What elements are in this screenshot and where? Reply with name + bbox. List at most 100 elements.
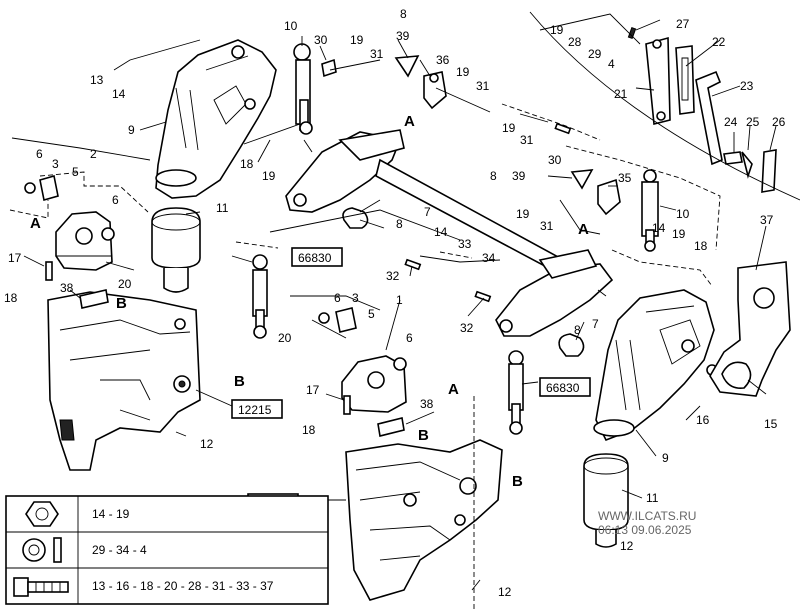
center-pin-17 xyxy=(343,395,351,415)
letter-markers: A A A A B B B B xyxy=(30,113,589,490)
left-small-mount xyxy=(55,211,113,271)
bolt-27 xyxy=(627,26,637,40)
callout-38b: 38 xyxy=(420,397,434,411)
callout-18c: 18 xyxy=(302,423,316,437)
callout-9b: 9 xyxy=(662,451,669,465)
callout-14c: 14 xyxy=(652,221,666,235)
callout-1: 1 xyxy=(396,293,403,307)
callout-36: 36 xyxy=(436,53,450,67)
leader-lines xyxy=(9,13,777,612)
link-23 xyxy=(695,70,723,166)
callout-31d: 31 xyxy=(540,219,554,233)
ref-12215-a: 12215 xyxy=(238,403,272,417)
ref-box-66830-b[interactable] xyxy=(539,377,591,397)
callout-22: 22 xyxy=(712,35,726,49)
callout-12b: 12 xyxy=(498,585,512,599)
callout-4: 4 xyxy=(608,57,615,71)
bolt-32b xyxy=(474,290,492,303)
callout-19c: 19 xyxy=(262,169,276,183)
legend-row-2-text: 29 - 34 - 4 xyxy=(92,543,147,557)
callout-8d: 8 xyxy=(574,323,581,337)
hardware-legend: 14 - 19 29 - 34 - 4 13 - 16 - 18 - 20 - … xyxy=(5,495,329,605)
callout-33: 33 xyxy=(458,237,472,251)
callout-24: 24 xyxy=(724,115,738,129)
callout-32b: 32 xyxy=(460,321,474,335)
left-lower-frame xyxy=(47,291,201,471)
bolt-icon xyxy=(13,577,69,597)
center-washer-6b xyxy=(393,357,407,371)
left-washer-6b xyxy=(101,227,115,241)
ref-66830-b: 66830 xyxy=(546,381,580,395)
left-rubber-bumper xyxy=(151,207,201,293)
callout-26: 26 xyxy=(772,115,786,129)
callout-12c: 12 xyxy=(620,539,634,553)
ref-66830-a: 66830 xyxy=(298,251,332,265)
callout-17b: 17 xyxy=(306,383,320,397)
marker-A-center: A xyxy=(448,381,459,398)
left-bushing-3 xyxy=(39,174,59,202)
callout-8c: 8 xyxy=(490,169,497,183)
left-upper-bracket xyxy=(155,39,277,199)
callout-31b: 31 xyxy=(476,79,490,93)
callout-20: 20 xyxy=(118,277,132,291)
callout-6b: 6 xyxy=(112,193,119,207)
ref-box-12215-a[interactable] xyxy=(231,399,283,419)
callout-18b: 18 xyxy=(240,157,254,171)
marker-A-right: A xyxy=(578,221,589,238)
marker-B-mid: B xyxy=(234,373,245,390)
rubber-stop-39-right xyxy=(570,169,594,190)
spring-26 xyxy=(761,149,777,193)
legend-row-1-text: 14 - 19 xyxy=(92,507,130,521)
callout-30: 30 xyxy=(314,33,328,47)
callout-5: 5 xyxy=(72,165,79,179)
shock-absorber-upper xyxy=(293,43,313,135)
callout-18d: 18 xyxy=(694,239,708,253)
pin-24 xyxy=(723,151,743,165)
callout-11: 11 xyxy=(216,201,229,215)
legend-row-3-text: 13 - 16 - 18 - 20 - 28 - 31 - 33 - 37 xyxy=(92,579,274,593)
callout-17: 17 xyxy=(8,251,22,265)
link-21 xyxy=(645,36,671,126)
callout-38: 38 xyxy=(60,281,74,295)
bracket-36 xyxy=(423,71,447,110)
ref-box-66830-a[interactable] xyxy=(291,247,343,267)
callout-27: 27 xyxy=(676,17,690,31)
callout-12: 12 xyxy=(200,437,214,451)
shock-absorber-right xyxy=(508,350,524,435)
center-washer-6 xyxy=(318,312,330,324)
hex-nut-icon xyxy=(25,501,59,527)
callout-8b: 8 xyxy=(396,217,403,231)
callout-3b: 3 xyxy=(352,291,359,305)
shock-absorber-upper-right xyxy=(641,169,659,252)
callout-28: 28 xyxy=(568,35,582,49)
center-lower-frame xyxy=(345,439,503,601)
callout-34: 34 xyxy=(482,251,496,265)
watermark-site: WWW.ILCATS.RU xyxy=(598,509,696,523)
watermark-timestamp: 06:13 09.06.2025 xyxy=(598,523,692,537)
link-22 xyxy=(675,45,695,115)
marker-A-top: A xyxy=(404,113,415,130)
callout-31: 31 xyxy=(370,47,384,61)
callout-32: 32 xyxy=(386,269,400,283)
center-clip-38 xyxy=(377,417,405,437)
pin-30-upper xyxy=(321,58,337,78)
divider-curve xyxy=(529,11,800,201)
callout-30b: 30 xyxy=(548,153,562,167)
left-clip-38 xyxy=(79,289,109,309)
callout-19b: 19 xyxy=(456,65,470,79)
callout-14: 14 xyxy=(112,87,126,101)
shock-absorber-left xyxy=(252,254,268,339)
center-small-mount xyxy=(341,355,407,413)
callout-39b: 39 xyxy=(512,169,526,183)
callout-15: 15 xyxy=(764,417,778,431)
callout-13: 13 xyxy=(90,73,104,87)
bushing-8-left xyxy=(342,207,369,229)
callout-3: 3 xyxy=(52,157,59,171)
bolt-30b xyxy=(554,122,572,135)
callout-18: 18 xyxy=(4,291,18,305)
callout-7: 7 xyxy=(424,205,431,219)
callout-14b: 14 xyxy=(434,225,448,239)
pin-25 xyxy=(741,151,753,179)
